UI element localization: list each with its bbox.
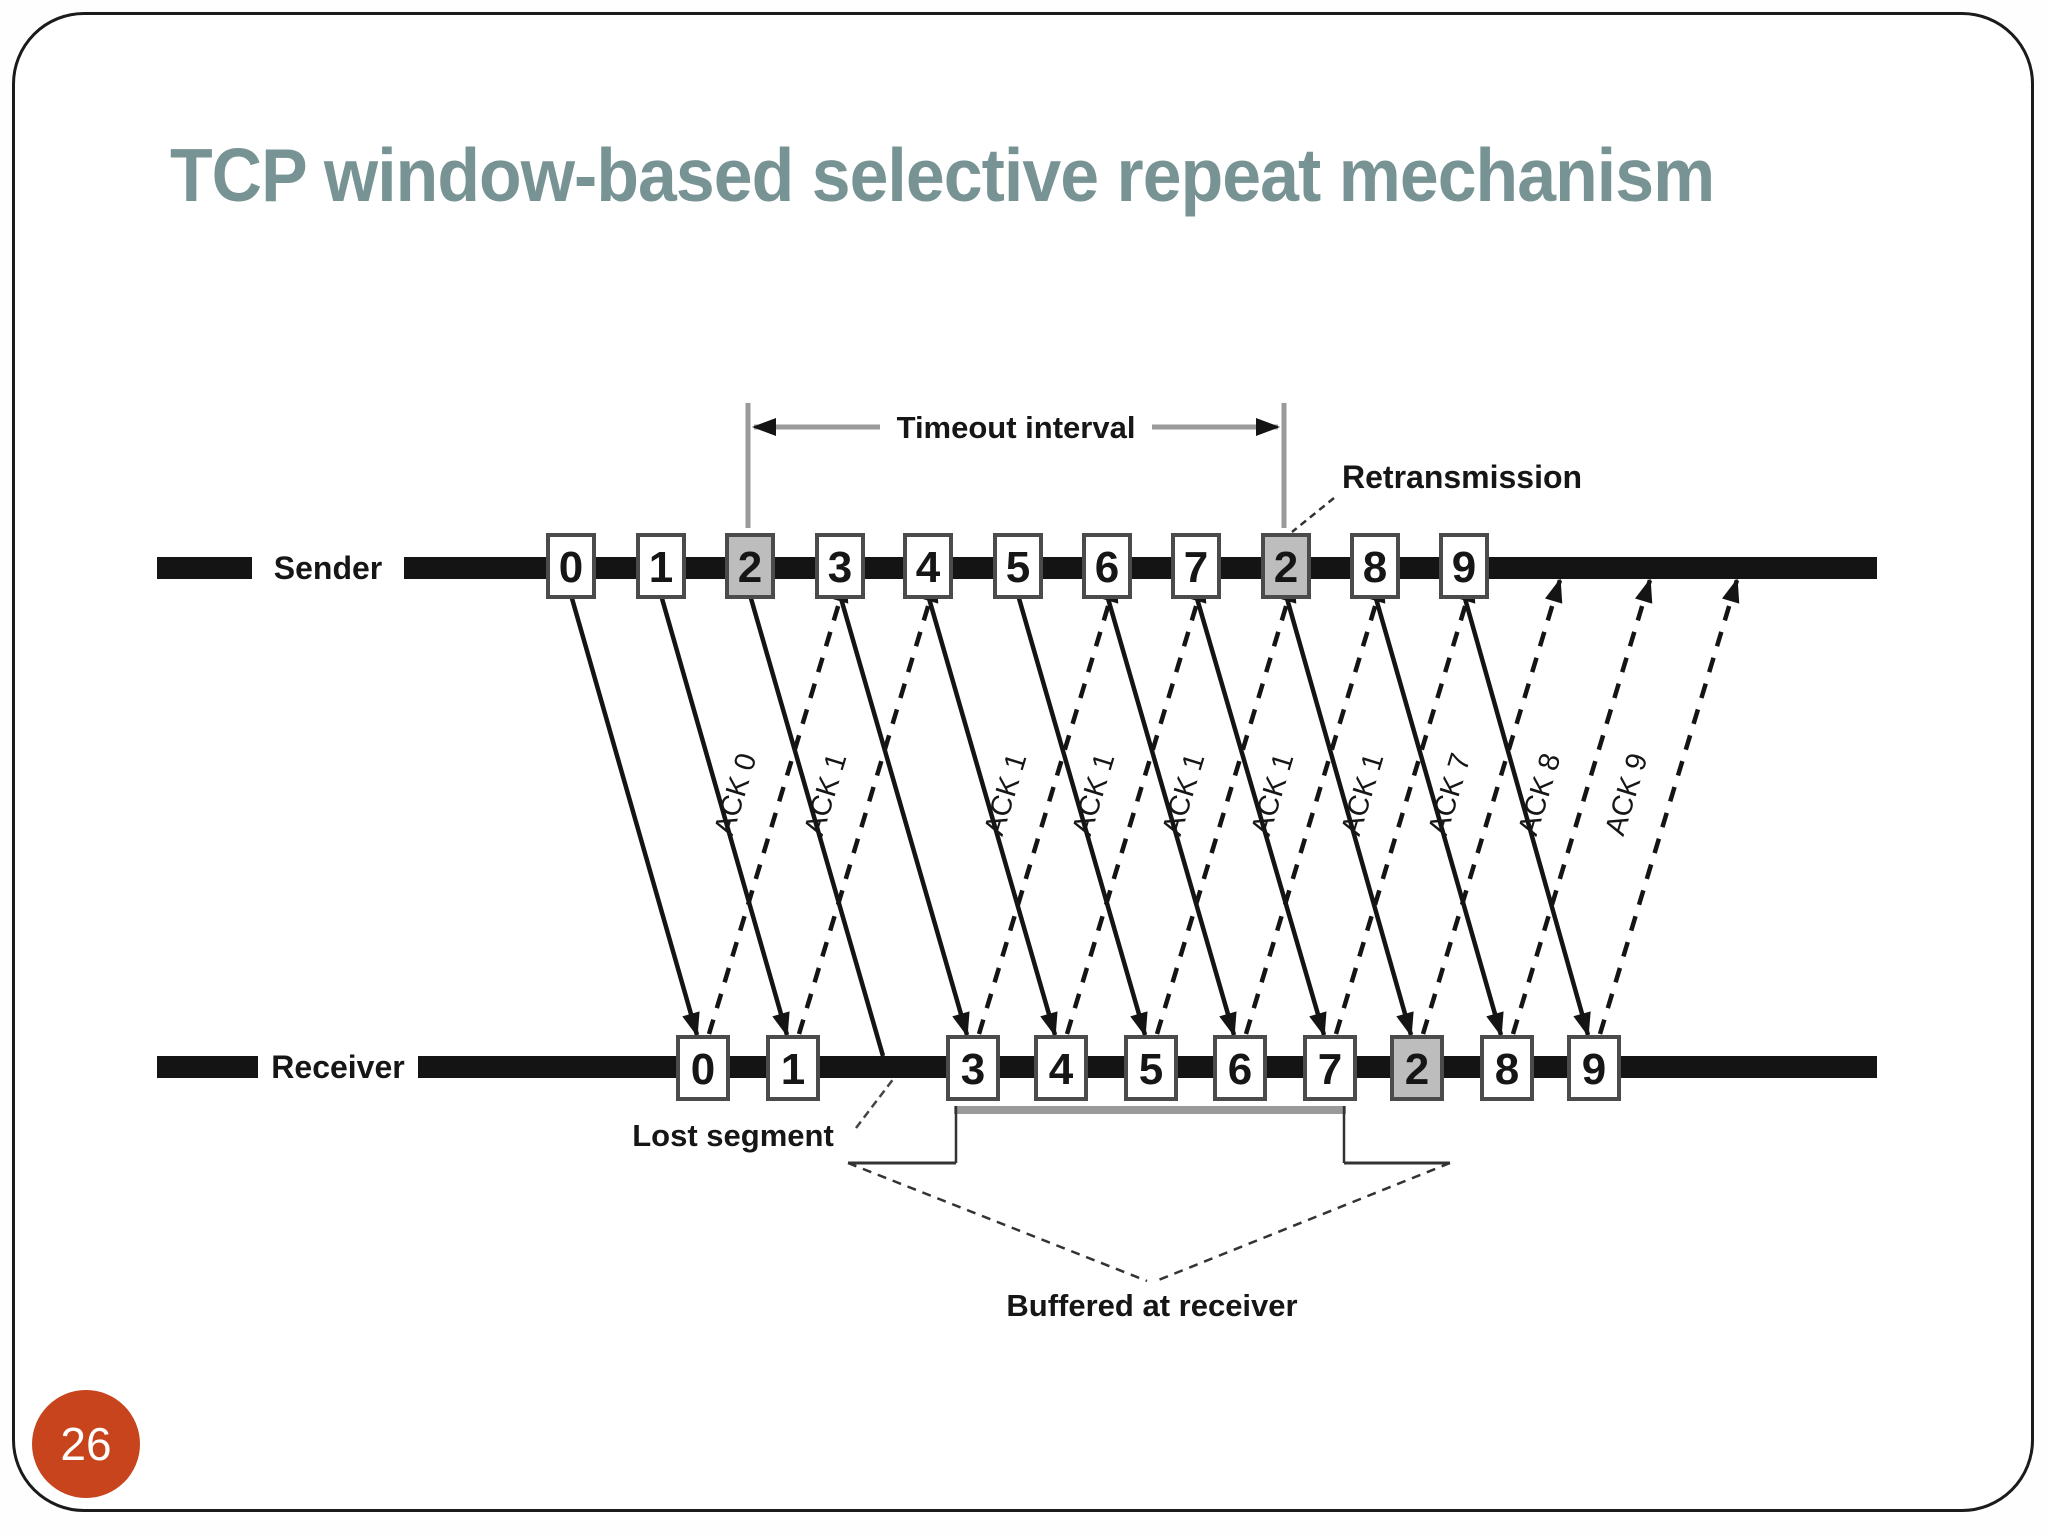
receiver-segment-number: 8 xyxy=(1495,1045,1519,1094)
timeout-interval-label: Timeout interval xyxy=(897,410,1136,445)
sender-segment-number: 0 xyxy=(559,543,583,592)
receiver-segment-number: 6 xyxy=(1228,1045,1252,1094)
sender-segment-number: 9 xyxy=(1452,543,1476,592)
sender-segment-number: 1 xyxy=(649,543,673,592)
receiver-segment-number: 0 xyxy=(691,1045,715,1094)
segment-arrow xyxy=(1461,594,1591,1037)
sender-segment-box xyxy=(815,533,865,599)
receiver-segment-number: 4 xyxy=(1049,1045,1074,1094)
page-number-badge: 26 xyxy=(32,1390,140,1498)
sender-segment-box xyxy=(636,533,686,599)
slide-title: TCP window-based selective repeat mechan… xyxy=(170,133,1715,217)
receiver-segment-box xyxy=(1480,1035,1534,1101)
sender-segment-box xyxy=(1350,533,1400,599)
receiver-segment-number: 1 xyxy=(781,1045,805,1094)
sender-segment-box xyxy=(1261,533,1311,599)
sender-segment-box xyxy=(1171,533,1221,599)
segment-arrow xyxy=(568,594,700,1037)
sender-segment-number: 3 xyxy=(828,543,852,592)
sender-segment-number: 5 xyxy=(1006,543,1030,592)
receiver-segment-box xyxy=(1034,1035,1088,1101)
segment-arrow xyxy=(837,594,970,1037)
page-number: 26 xyxy=(60,1418,112,1470)
receiver-segment-box xyxy=(1567,1035,1621,1101)
receiver-segment-box xyxy=(766,1035,820,1101)
buffered-funnel-left xyxy=(847,1161,1148,1283)
segment-arrow xyxy=(747,594,886,1057)
slide-border xyxy=(12,12,2034,1512)
segment-arrow xyxy=(1015,594,1148,1037)
buffered-funnel-right xyxy=(1155,1161,1451,1283)
sender-segment-box xyxy=(546,533,596,599)
retransmission-label: Retransmission xyxy=(1342,459,1582,495)
sender-segment-box xyxy=(1082,533,1132,599)
lost-segment-pointer xyxy=(855,1077,895,1129)
segment-arrow xyxy=(1104,594,1237,1037)
sender-segment-box xyxy=(903,533,953,599)
receiver-segment-number: 2 xyxy=(1405,1045,1429,1094)
sender-segment-number: 2 xyxy=(1274,543,1298,592)
sender-segment-box xyxy=(1439,533,1489,599)
retransmission-pointer xyxy=(1291,497,1335,533)
segment-arrow xyxy=(1283,594,1414,1037)
receiver-segment-box xyxy=(1124,1035,1178,1101)
sender-segment-box xyxy=(725,533,775,599)
ack-label: ACK 9 xyxy=(1599,750,1654,840)
sender-segment-number: 7 xyxy=(1184,543,1208,592)
receiver-segment-box xyxy=(1213,1035,1267,1101)
receiver-segment-box xyxy=(1303,1035,1357,1101)
receiver-segment-box xyxy=(946,1035,1000,1101)
sender-segment-box xyxy=(993,533,1043,599)
buffered-at-receiver-label: Buffered at receiver xyxy=(1006,1288,1297,1323)
segment-arrow xyxy=(1193,594,1327,1037)
receiver-segment-box xyxy=(676,1035,730,1101)
sender-segment-number: 8 xyxy=(1363,543,1387,592)
segment-arrow xyxy=(1372,594,1504,1037)
receiver-segment-number: 5 xyxy=(1139,1045,1163,1094)
receiver-label: Receiver xyxy=(271,1049,404,1085)
sender-segment-number: 4 xyxy=(916,543,941,592)
receiver-segment-box xyxy=(1390,1035,1444,1101)
lost-segment-label: Lost segment xyxy=(632,1118,834,1153)
sender-segment-number: 6 xyxy=(1095,543,1119,592)
receiver-segment-number: 3 xyxy=(961,1045,985,1094)
segment-arrow xyxy=(925,594,1058,1037)
sender-segment-number: 2 xyxy=(738,543,762,592)
sender-label: Sender xyxy=(274,550,382,586)
segment-arrow xyxy=(658,594,790,1037)
receiver-segment-number: 9 xyxy=(1582,1045,1606,1094)
receiver-segment-number: 7 xyxy=(1318,1045,1342,1094)
